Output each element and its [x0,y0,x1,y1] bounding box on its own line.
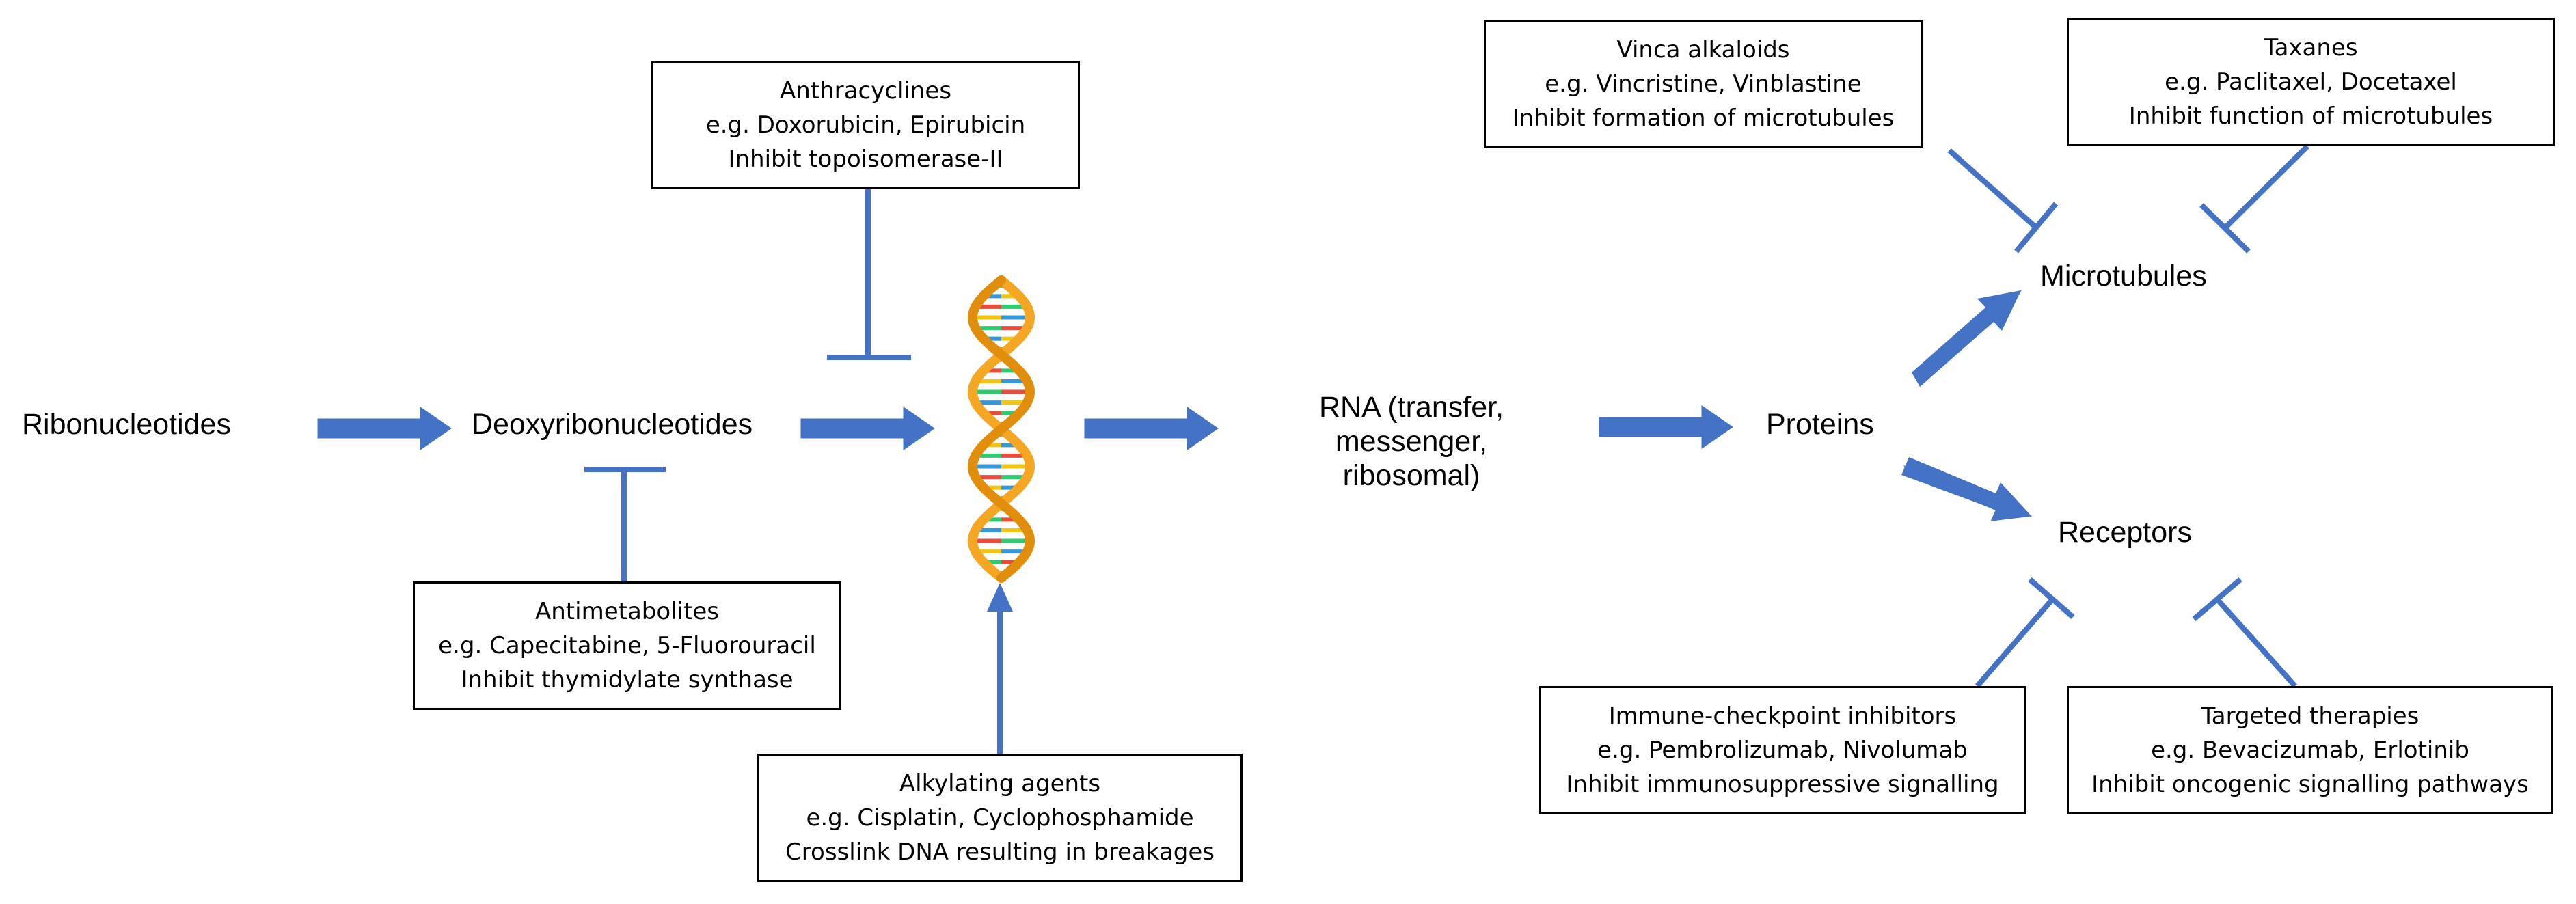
arrow-ribo-to-deoxy [317,407,452,450]
inhibit-line-targeted [2215,597,2297,688]
inhibit-bar-targeted [2192,577,2242,622]
rna-label-line-3: ribosomal) [1342,459,1480,492]
arrow-dna-to-rna [1084,407,1219,450]
inhibit-bar-vinca [2014,202,2059,254]
arrow-rna-to-proteins [1599,405,1733,449]
microtubules-label: Microtubules [2040,260,2207,292]
antimetabolites-name: Antimetabolites [534,598,720,625]
inhibit-bar-taxanes [2199,203,2251,254]
inhibit-line-immune [1975,597,2055,688]
receptors-label: Receptors [2058,516,2192,549]
antimetabolites-action: Inhibit thymidylate synthase [461,666,794,694]
ribonucleotides-label: Ribonucleotides [22,408,231,441]
vinca-alkaloids-box: Vinca alkaloids e.g. Vincristine, Vinbla… [1484,20,1923,148]
deoxyribonucleotides-label: Deoxyribonucleotides [472,408,753,441]
taxanes-action: Inhibit function of microtubules [2128,102,2493,130]
antimetabolites-examples: e.g. Capecitabine, 5-Fluorouracil [438,632,816,659]
alkylating-agents-box: Alkylating agents e.g. Cisplatin, Cyclop… [757,754,1243,882]
dna-backbone-strand-b [967,275,1035,583]
taxanes-box: Taxanes e.g. Paclitaxel, Docetaxel Inhib… [2067,18,2555,146]
vinca-alkaloids-examples: e.g. Vincristine, Vinblastine [1545,70,1862,98]
inhibit-line-vinca [1947,148,2038,230]
anthracyclines-name: Anthracyclines [779,77,952,105]
arrow-head-alkylating [987,583,1013,612]
antimetabolites-box: Antimetabolites e.g. Capecitabine, 5-Flu… [413,581,841,710]
targeted-therapies-name: Targeted therapies [2201,702,2419,730]
immune-checkpoint-inhibitors-name: Immune-checkpoint inhibitors [1608,702,1957,730]
inhibit-bar-immune [2028,577,2075,620]
anthracyclines-examples: e.g. Doxorubicin, Epirubicin [705,111,1026,139]
vinca-alkaloids-name: Vinca alkaloids [1616,36,1790,64]
anthracyclines-action: Inhibit topoisomerase-II [728,146,1003,173]
rna-label: RNA (transfer, messenger, ribosomal) [1316,390,1507,493]
alkylating-agents-action: Crosslink DNA resulting in breakages [785,838,1215,866]
dna-double-helix-icon [967,275,1035,583]
proteins-label: Proteins [1766,408,1874,441]
taxanes-examples: e.g. Paclitaxel, Docetaxel [2165,68,2457,96]
immune-checkpoint-inhibitors-box: Immune-checkpoint inhibitors e.g. Pembro… [1539,686,2026,814]
rna-label-line-1: RNA (transfer, [1318,391,1504,424]
targeted-therapies-examples: e.g. Bevacizumab, Erlotinib [2151,737,2469,764]
immune-checkpoint-inhibitors-action: Inhibit immunosuppressive signalling [1566,771,1999,798]
alkylating-agents-examples: e.g. Cisplatin, Cyclophosphamide [806,804,1194,832]
alkylating-agents-name: Alkylating agents [899,770,1101,797]
inhibit-line-taxanes [2223,144,2309,230]
rna-label-line-2: messenger, [1335,425,1488,458]
targeted-therapies-action: Inhibit oncogenic signalling pathways [2091,771,2529,798]
targeted-therapies-box: Targeted therapies e.g. Bevacizumab, Erl… [2067,686,2553,814]
immune-checkpoint-inhibitors-examples: e.g. Pembrolizumab, Nivolumab [1597,737,1968,764]
vinca-alkaloids-action: Inhibit formation of microtubules [1512,105,1895,132]
anthracyclines-box: Anthracyclines e.g. Doxorubicin, Epirubi… [651,61,1080,189]
taxanes-name: Taxanes [2264,34,2358,61]
arrow-deoxy-to-dna [800,407,935,450]
